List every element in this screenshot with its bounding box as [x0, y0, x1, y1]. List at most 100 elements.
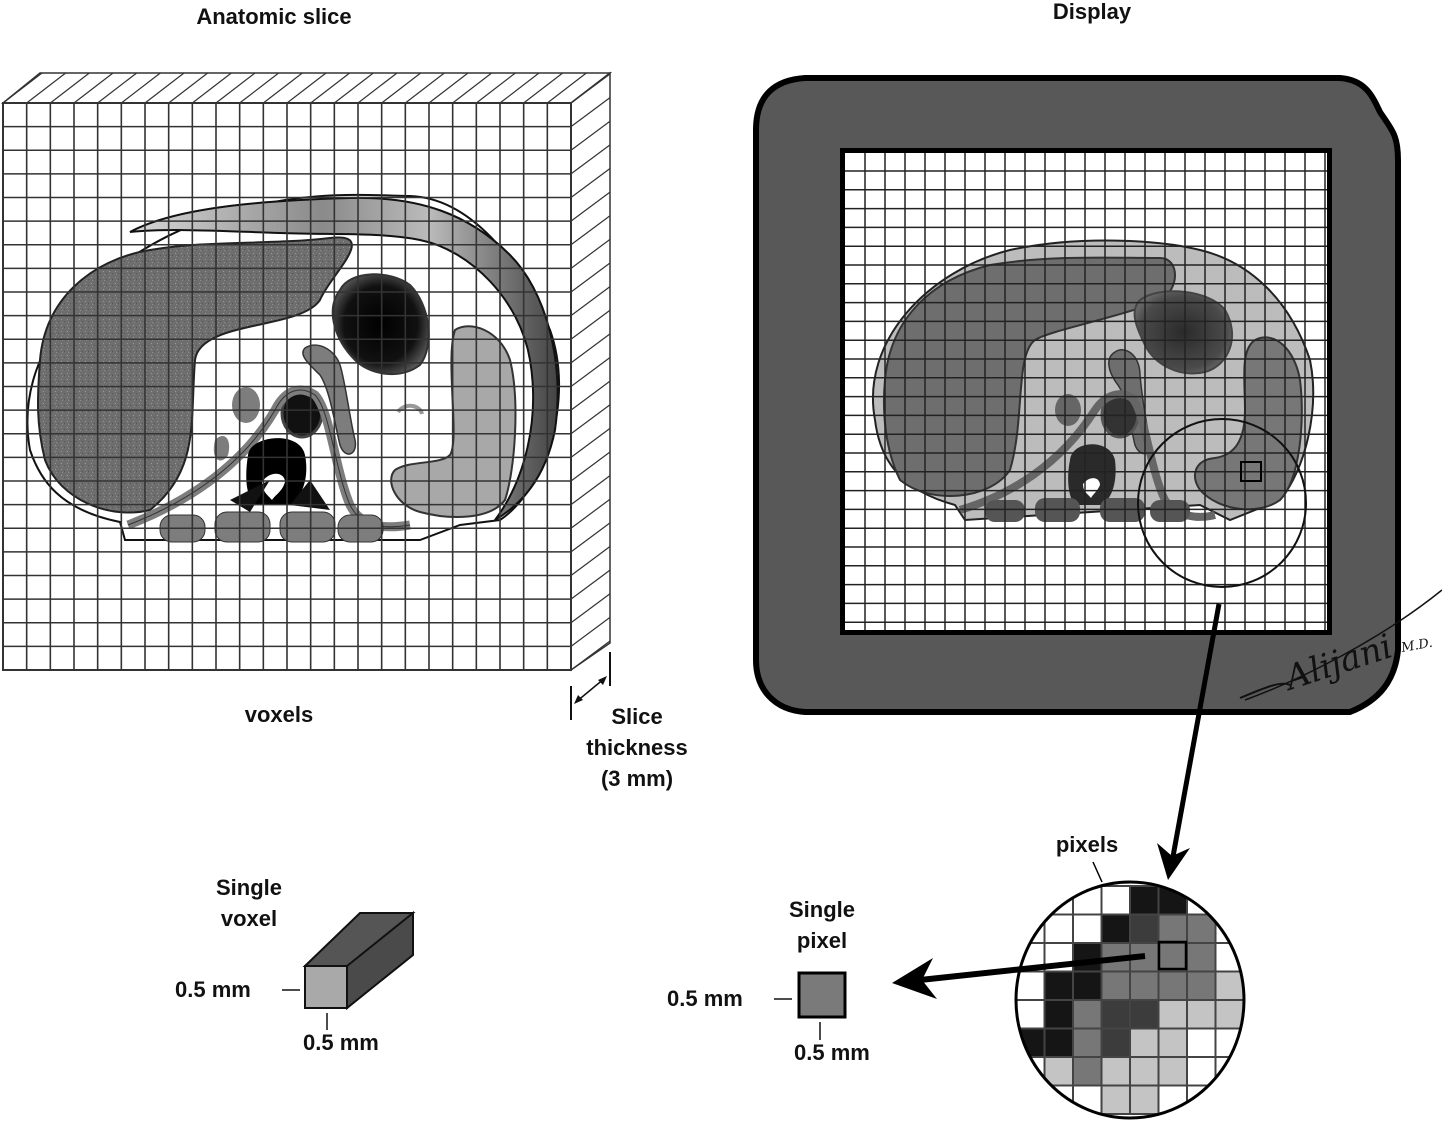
- zoomed-pixel-cell: [1214, 885, 1244, 916]
- zoomed-pixel-cell: [1100, 1056, 1131, 1087]
- side-hatch-line: [570, 168, 611, 198]
- top-hatch-line: [333, 72, 374, 104]
- side-hatch-line: [570, 73, 611, 104]
- zoomed-pixel-cell: [1129, 1056, 1160, 1087]
- top-hatch-line: [262, 72, 303, 104]
- ivc: [232, 387, 260, 423]
- display-monitor: [753, 75, 1401, 715]
- anatomic-slice-title: Anatomic slice: [196, 4, 351, 29]
- slice-thickness-dimension: [570, 652, 611, 720]
- zoomed-pixel-cell: [1129, 1084, 1160, 1115]
- side-hatch-line: [570, 475, 611, 506]
- zoom-arrow-down: [1157, 603, 1222, 880]
- side-hatch-line: [570, 309, 611, 340]
- zoomed-pixel-cell: [1072, 913, 1103, 944]
- zoomed-pixel-cell: [1072, 1027, 1103, 1058]
- zoomed-pixel-cell: [1186, 970, 1217, 1001]
- display-ivc: [1055, 394, 1081, 426]
- signature-suffix: M.D.: [1399, 636, 1434, 656]
- voxel-grid: [3, 103, 571, 670]
- zoomed-pixel-cell: [1157, 999, 1188, 1030]
- slice-thickness-label-line2: thickness: [586, 735, 688, 760]
- top-hatch-line: [49, 72, 90, 104]
- top-hatch-line: [404, 72, 445, 104]
- top-hatch-line: [191, 72, 232, 104]
- slice-thickness-label-line1: Slice: [611, 704, 662, 729]
- selected-pixel-highlight: [1240, 461, 1262, 482]
- slice-thickness-label-line3: (3 mm): [601, 766, 673, 791]
- single-voxel-label-line2: voxel: [221, 906, 277, 931]
- zoom-arrow-left: [892, 953, 1146, 999]
- top-hatch-line: [546, 72, 587, 104]
- top-hatch-line: [286, 72, 327, 104]
- side-hatch-line: [570, 380, 611, 411]
- magnification-circle: [1137, 418, 1307, 588]
- zoomed-pixel-cell: [1043, 1027, 1074, 1058]
- slice-side-hatching: [570, 73, 611, 671]
- display-psoas-left: [1150, 500, 1190, 522]
- zoomed-pixel-cell: [1072, 942, 1103, 973]
- side-hatch-line: [570, 427, 611, 458]
- display-vertebral-body: [1068, 444, 1116, 505]
- arrow-head-icon: [598, 676, 607, 685]
- zoomed-pixel-cell: [1157, 1027, 1188, 1058]
- side-hatch-line: [570, 286, 611, 317]
- voxel-front-face: [304, 965, 348, 1009]
- liver: [36, 236, 353, 514]
- side-hatch-line: [570, 97, 611, 128]
- adrenal-gland: [213, 435, 230, 461]
- zoomed-pixel-cell: [1016, 999, 1046, 1030]
- zoomed-pixel-cell: [1072, 999, 1103, 1030]
- top-hatch-line: [215, 72, 256, 104]
- side-hatch-line: [570, 215, 611, 246]
- side-hatch-line: [570, 451, 611, 482]
- zoomed-pixel-cell: [1072, 1056, 1103, 1087]
- pixel-grid: [845, 153, 1327, 630]
- top-hatch-line: [475, 72, 516, 104]
- top-hatch-line: [120, 72, 161, 104]
- arrow-head-icon: [574, 695, 583, 704]
- zoomed-pixel-cell: [1072, 970, 1103, 1001]
- zoomed-pixel-cell: [1157, 1056, 1188, 1087]
- zoomed-pixel-cell: [1214, 1084, 1244, 1115]
- display-spinal-canal: [1083, 478, 1100, 498]
- zoomed-pixel-cell: [1100, 1027, 1131, 1058]
- side-hatch-line: [570, 333, 611, 364]
- single-pixel: [774, 971, 847, 1040]
- zoomed-pixel-cell: [1186, 1027, 1217, 1058]
- zoomed-pixel-cell: [1043, 999, 1074, 1030]
- zoomed-pixel-cell: [1157, 913, 1188, 944]
- single-pixel-square: [797, 971, 847, 1019]
- zoomed-pixel-cell: [1129, 970, 1160, 1001]
- zoomed-pixel-cell: [1100, 913, 1131, 944]
- top-hatch-line: [310, 72, 351, 104]
- top-hatch-line: [523, 72, 564, 104]
- side-hatch-line: [570, 498, 611, 529]
- side-hatch-line: [570, 262, 611, 293]
- top-hatch-line: [381, 72, 422, 104]
- side-hatch-line: [570, 191, 611, 222]
- pixels-label: pixels: [1056, 832, 1118, 857]
- top-hatch-line: [499, 72, 540, 104]
- side-hatch-line: [570, 616, 611, 647]
- side-hatch-line: [570, 522, 611, 553]
- zoomed-pixel-cell: [1186, 999, 1217, 1030]
- zoomed-pixel-cell: [1016, 1084, 1046, 1115]
- pixel-zoom-circle: [1014, 861, 1246, 1120]
- anatomic-slice-block: [0, 71, 613, 672]
- zoomed-pixel-cell: [1186, 942, 1217, 973]
- paraspinal-muscle-right: [214, 511, 271, 543]
- single-voxel-label-line1: Single: [216, 875, 282, 900]
- anatomy-left: [26, 193, 561, 543]
- top-hatch-line: [357, 72, 398, 104]
- slice-top-hatching: [2, 72, 611, 104]
- single-pixel-label-line2: pixel: [797, 928, 847, 953]
- zoom-circle-outline: [1014, 880, 1246, 1120]
- single-voxel: [282, 910, 416, 1030]
- side-hatch-line: [570, 593, 611, 624]
- paraspinal-muscle-left: [279, 511, 336, 543]
- zoomed-pixel-cell: [1016, 885, 1046, 916]
- anatomy-display: [872, 239, 1315, 522]
- top-hatch-line: [452, 72, 493, 104]
